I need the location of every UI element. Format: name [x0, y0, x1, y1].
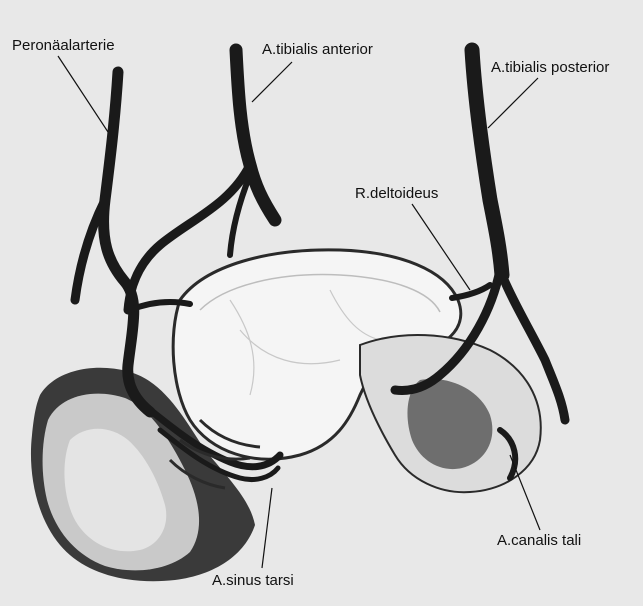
label-tibialis-anterior: A.tibialis anterior: [262, 42, 373, 57]
label-deltoideus: R.deltoideus: [355, 186, 438, 201]
label-sinus-tarsi: A.sinus tarsi: [212, 573, 294, 588]
medial-bone-region: [360, 335, 541, 492]
leader-peroneal: [58, 56, 108, 132]
leader-sinus-tarsi: [262, 488, 272, 568]
label-peroneal-artery: Peronäalarterie: [12, 38, 115, 53]
label-canalis-tali: A.canalis tali: [497, 533, 581, 548]
peroneal-artery-vessel: [75, 72, 150, 412]
leader-tibialis-posterior: [488, 78, 538, 128]
label-tibialis-posterior: A.tibialis posterior: [491, 60, 609, 75]
leader-tibialis-anterior: [252, 62, 292, 102]
